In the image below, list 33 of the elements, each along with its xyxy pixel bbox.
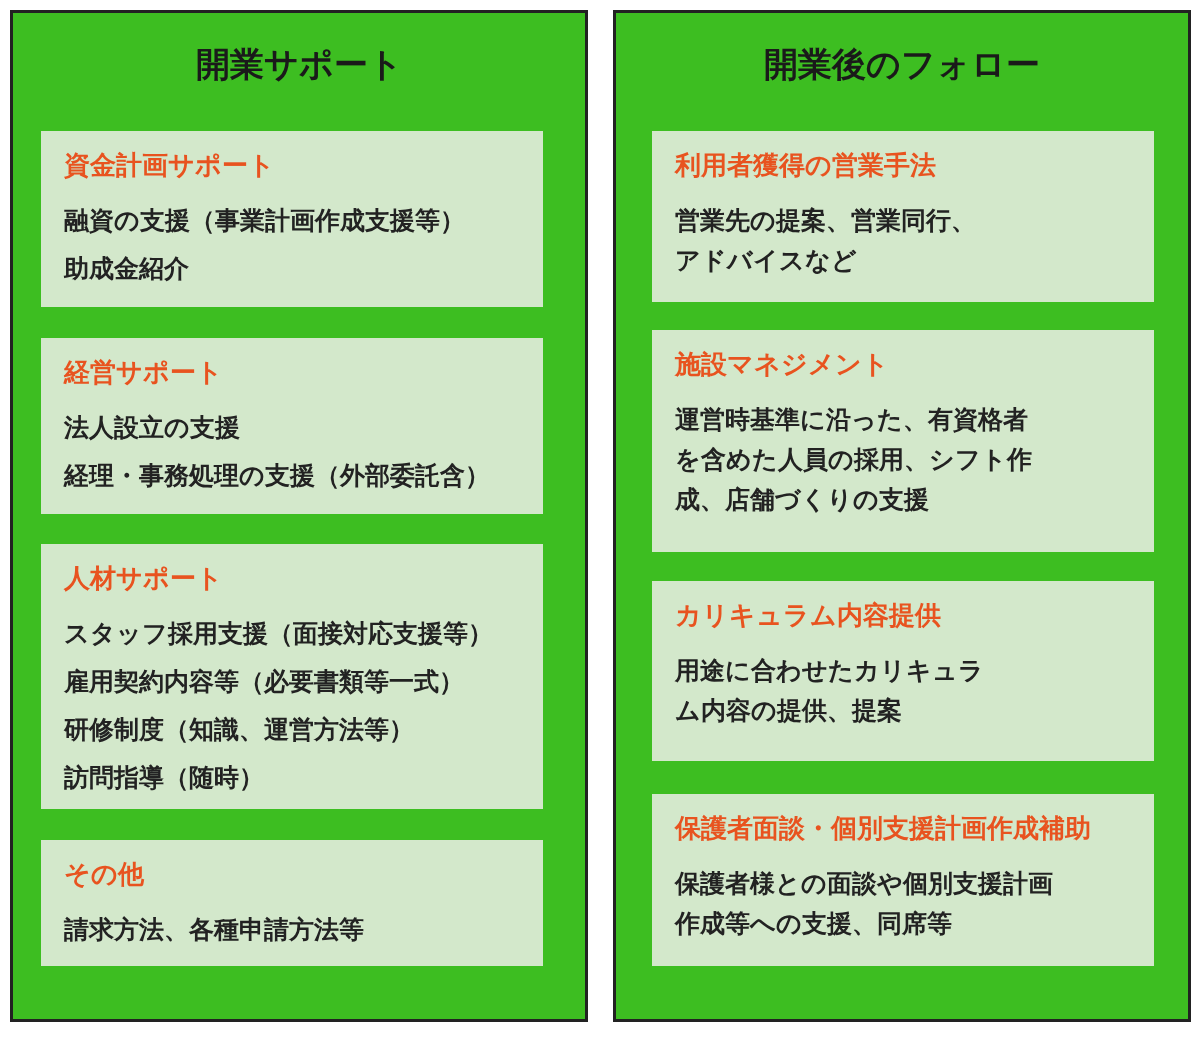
- card-heading: 人材サポート: [64, 562, 223, 595]
- card-heading: その他: [64, 858, 144, 891]
- card: [652, 581, 1154, 761]
- panel-title: 開業サポート: [195, 43, 403, 86]
- card: [652, 131, 1154, 302]
- card: [41, 840, 543, 966]
- panel: [613, 10, 1191, 1022]
- card-text: 用途に合わせたカリキュラム内容の提供、提案: [675, 654, 985, 727]
- card: [41, 338, 543, 514]
- card-text: 保護者様との面談や個別支援計画作成等への支援、同席等: [675, 867, 1054, 940]
- card-text: 融資の支援（事業計画作成支援等）: [64, 204, 465, 237]
- card-text: 経理・事務処理の支援（外部委託含）: [64, 459, 490, 492]
- card-text: 訪問指導（随時）: [64, 761, 264, 794]
- card-text: 請求方法、各種申請方法等: [64, 913, 364, 946]
- card-heading: 施設マネジメント: [675, 348, 889, 381]
- card: [41, 131, 543, 307]
- card-heading: 利用者獲得の営業手法: [675, 149, 936, 182]
- card-text: 雇用契約内容等（必要書類等一式）: [64, 665, 464, 698]
- card-heading: 経営サポート: [64, 356, 223, 389]
- card-text: スタッフ採用支援（面接対応支援等）: [64, 617, 493, 650]
- card: [652, 794, 1154, 966]
- card-heading: 資金計画サポート: [64, 149, 275, 182]
- card-heading: 保護者面談・個別支援計画作成補助: [675, 812, 1091, 845]
- panel-title: 開業後のフォロー: [764, 43, 1040, 86]
- panel: [10, 10, 588, 1022]
- card: [652, 330, 1154, 552]
- card-text: 営業先の提案、営業同行、アドバイスなど: [675, 204, 977, 277]
- card: [41, 544, 543, 809]
- card-text: 運営時基準に沿った、有資格者を含めた人員の採用、シフト作成、店舗づくりの支援: [675, 403, 1033, 516]
- card-text: 法人設立の支援: [64, 411, 240, 444]
- card-text: 研修制度（知識、運営方法等）: [64, 713, 414, 746]
- card-heading: カリキュラム内容提供: [675, 599, 941, 632]
- card-text: 助成金紹介: [64, 252, 189, 285]
